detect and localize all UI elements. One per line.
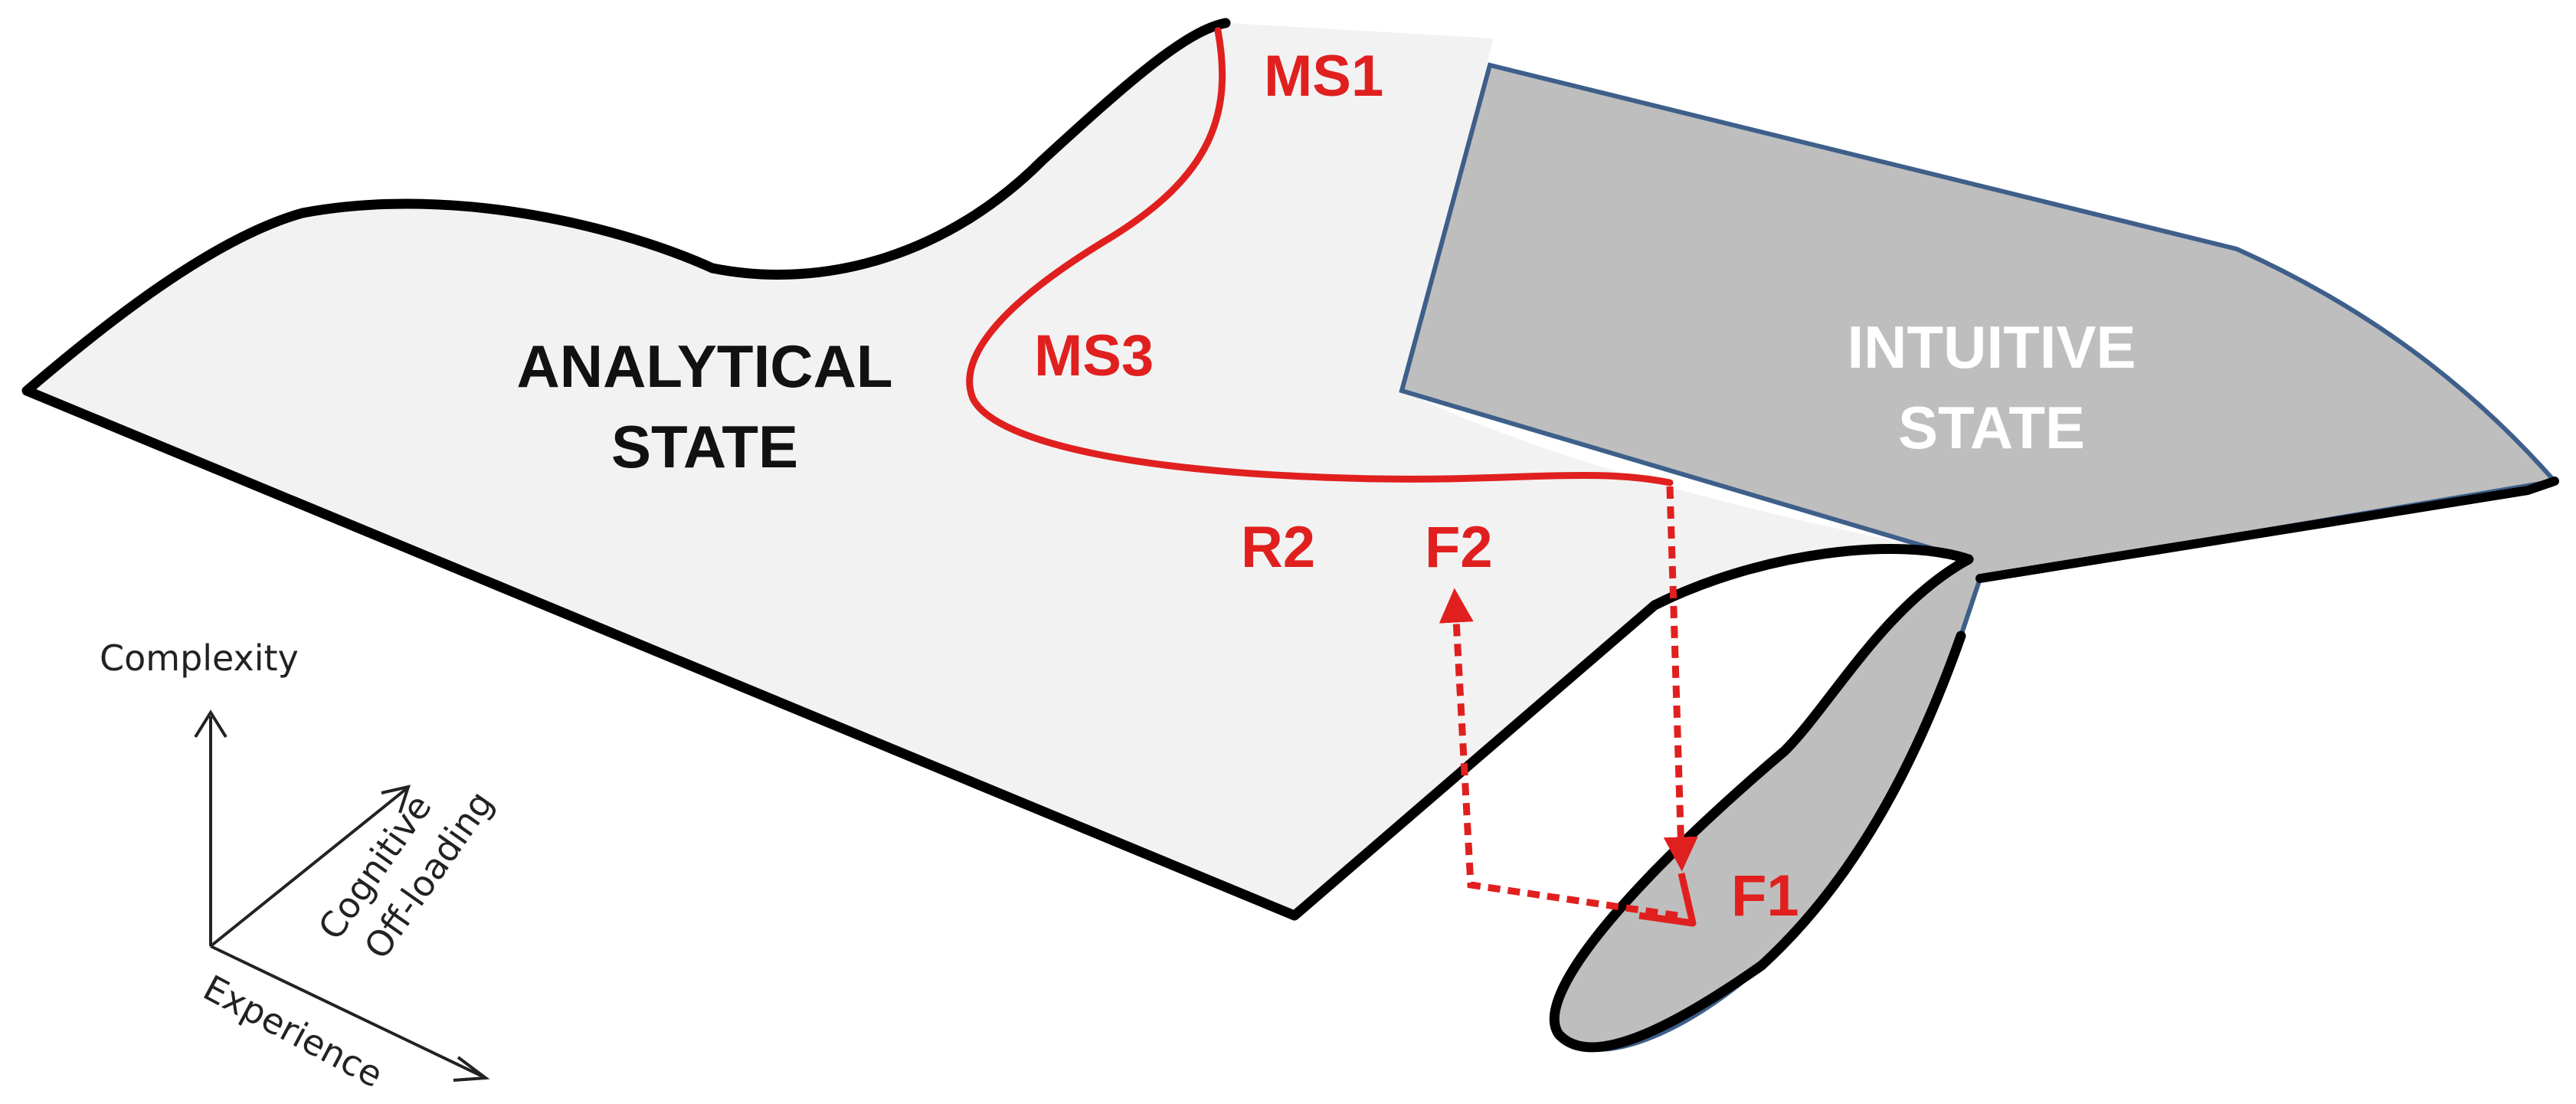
ms-trajectory [966, 27, 1674, 486]
cognitive-axis [209, 788, 408, 948]
f1-label: F1 [1731, 863, 1799, 929]
ms3-label: MS3 [1034, 323, 1154, 388]
intuitive-state-label-line1: INTUITIVE [1847, 313, 2136, 381]
axes-triad [194, 709, 490, 1082]
surface-top-edge [21, 18, 1231, 396]
experience-axis [210, 945, 483, 1078]
f2-label: F2 [1425, 515, 1493, 580]
analytical-state-label-line1: ANALYTICAL [516, 333, 892, 400]
fold-edge [1550, 554, 1974, 1053]
complexity-axis-label: Complexity [100, 637, 299, 679]
ms1-label: MS1 [1264, 44, 1383, 109]
cognitive-axis-head [381, 785, 411, 814]
complexity-axis-head [194, 709, 227, 739]
f1-to-f2-transition [1439, 588, 1678, 919]
surface-right-edge [1975, 477, 2559, 583]
experience-axis-head [453, 1056, 490, 1082]
analytical-state-label-line2: STATE [611, 413, 798, 480]
r2-to-f1-transition [1663, 486, 1698, 872]
intuitive-state-label-line2: STATE [1898, 394, 2085, 461]
r2-label: R2 [1241, 515, 1315, 580]
arrowhead-icon [1638, 872, 1697, 927]
analytical-surface [27, 23, 1969, 1047]
